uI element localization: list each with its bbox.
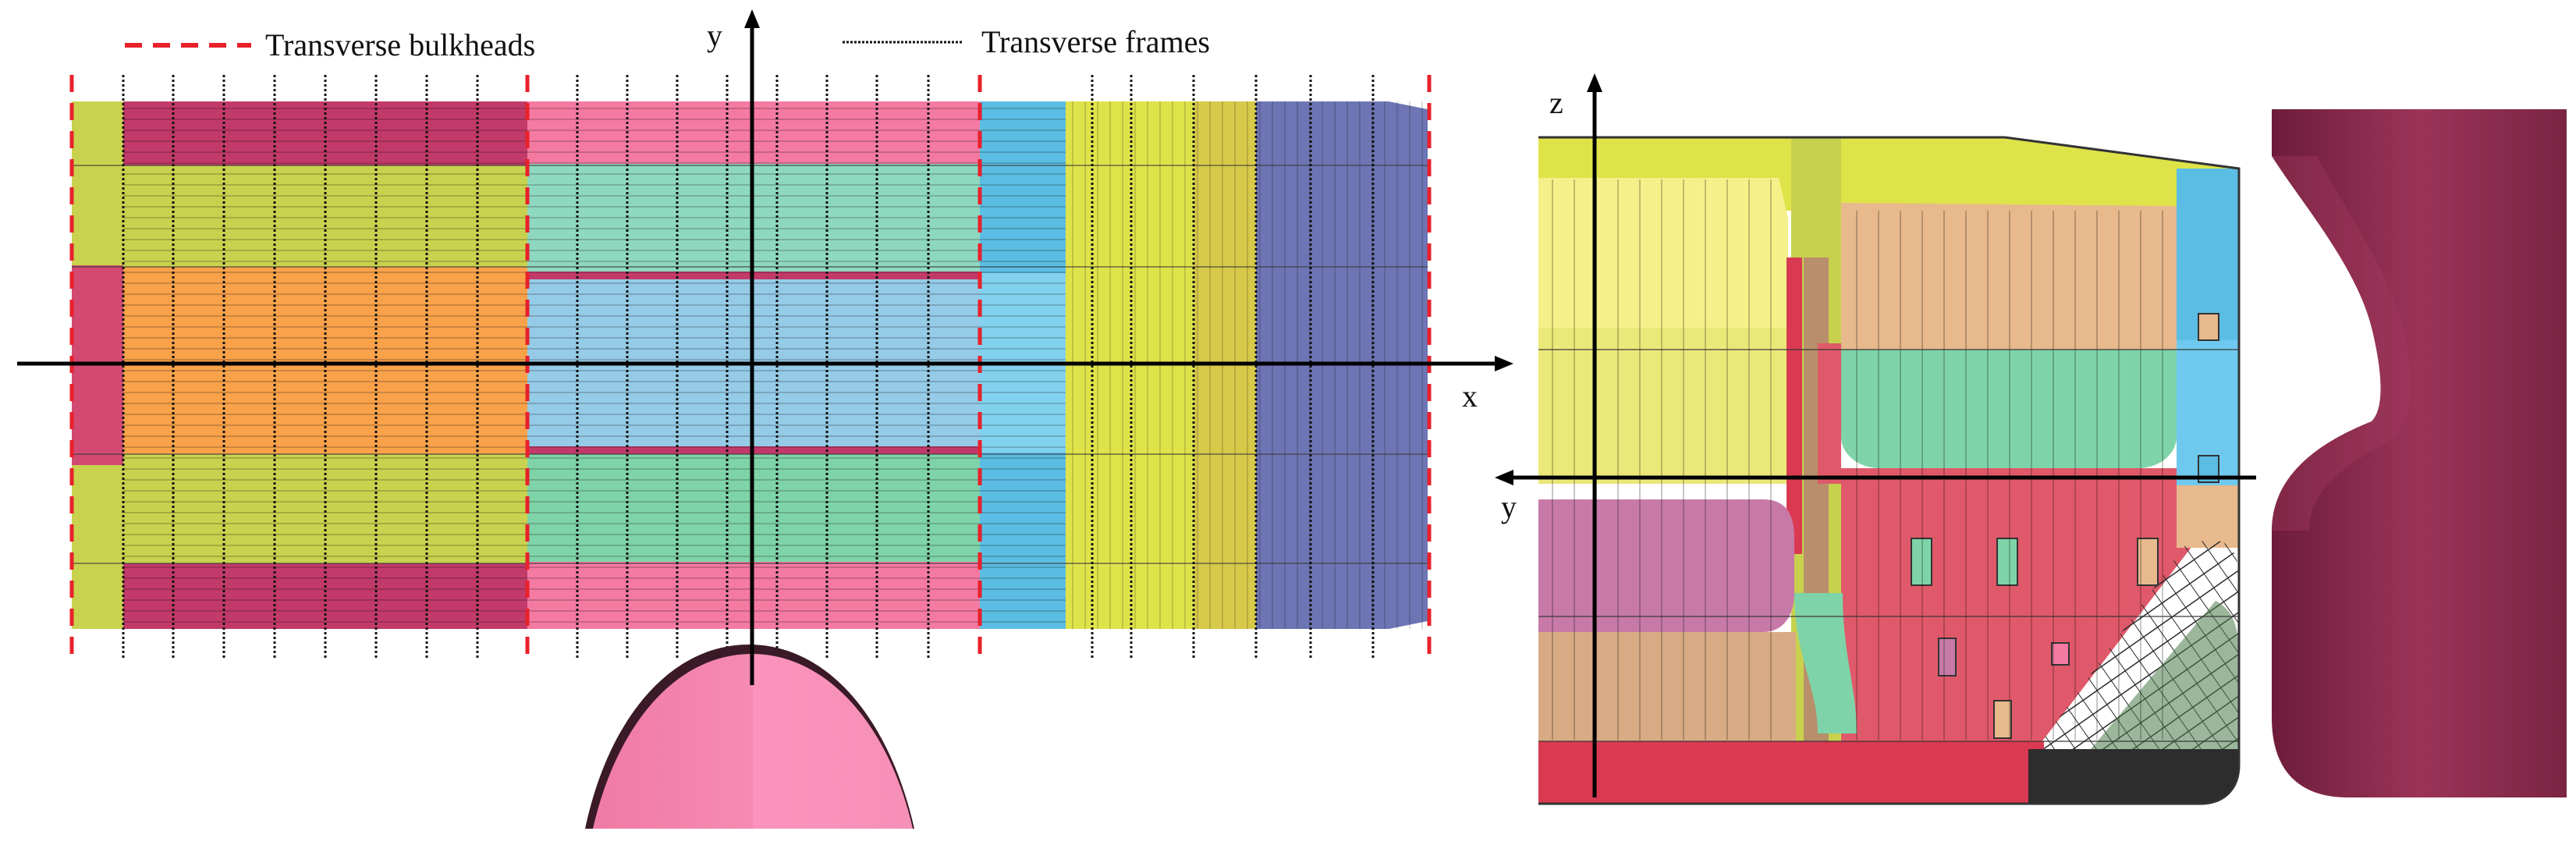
- bow-silhouette: [593, 654, 913, 829]
- section-cutout-7: [2198, 313, 2219, 341]
- plan-y-arrowhead: [744, 9, 760, 28]
- section-upper-wing-tank: [1538, 178, 1788, 328]
- section-z-axis-label: z: [1549, 85, 1563, 120]
- section-green-tank: [1841, 350, 2177, 468]
- section-z-arrowhead: [1587, 73, 1602, 92]
- plan-y-axis-label: y: [707, 18, 722, 53]
- plan-transverse-bulkheads: [69, 75, 1432, 660]
- plan-x-axis-label: x: [1462, 378, 1478, 414]
- section-cutout-5: [2051, 642, 2070, 666]
- legend-bulkheads-label: Transverse bulkheads: [265, 27, 536, 62]
- section-side-blue-top: [2177, 169, 2239, 340]
- section-cutout-4: [1938, 638, 1957, 677]
- section-cutout-3: [2137, 538, 2159, 586]
- section-bottom-plating: [1538, 741, 2044, 804]
- section-bilge-green: [2091, 601, 2239, 749]
- section-upper-left-yellow: [1538, 328, 1788, 484]
- section-green-hopper: [1794, 593, 1857, 733]
- section-lower-mauve-tank: [1538, 499, 1794, 632]
- legend: [125, 41, 963, 48]
- section-bottom-right: [2028, 749, 2239, 804]
- section-view: [1495, 73, 2256, 805]
- section-red-side: [1818, 343, 1841, 484]
- hull-profile-shade: [2272, 156, 2411, 531]
- plan-transverse-frames: [122, 75, 1375, 660]
- section-cutout-1: [1911, 538, 1932, 586]
- plan-view: [17, 9, 1513, 829]
- plan-x-arrowhead: [1495, 356, 1513, 371]
- hull-profile: [2272, 109, 2567, 797]
- hull-profile-view: [2272, 109, 2567, 797]
- section-cutout-2: [1996, 538, 2018, 586]
- section-center-red-strip: [1787, 258, 1802, 554]
- section-lower-tan: [1538, 632, 1796, 741]
- section-upper-tan-tank: [1841, 203, 2177, 350]
- legend-frames-label: Transverse frames: [981, 24, 1210, 59]
- section-side-tan: [2177, 485, 2239, 548]
- section-cutout-6: [1993, 700, 2012, 739]
- section-outline: [1538, 136, 2241, 805]
- section-y-axis-label: y: [1501, 489, 1517, 524]
- section-y-arrowhead: [1495, 470, 1513, 485]
